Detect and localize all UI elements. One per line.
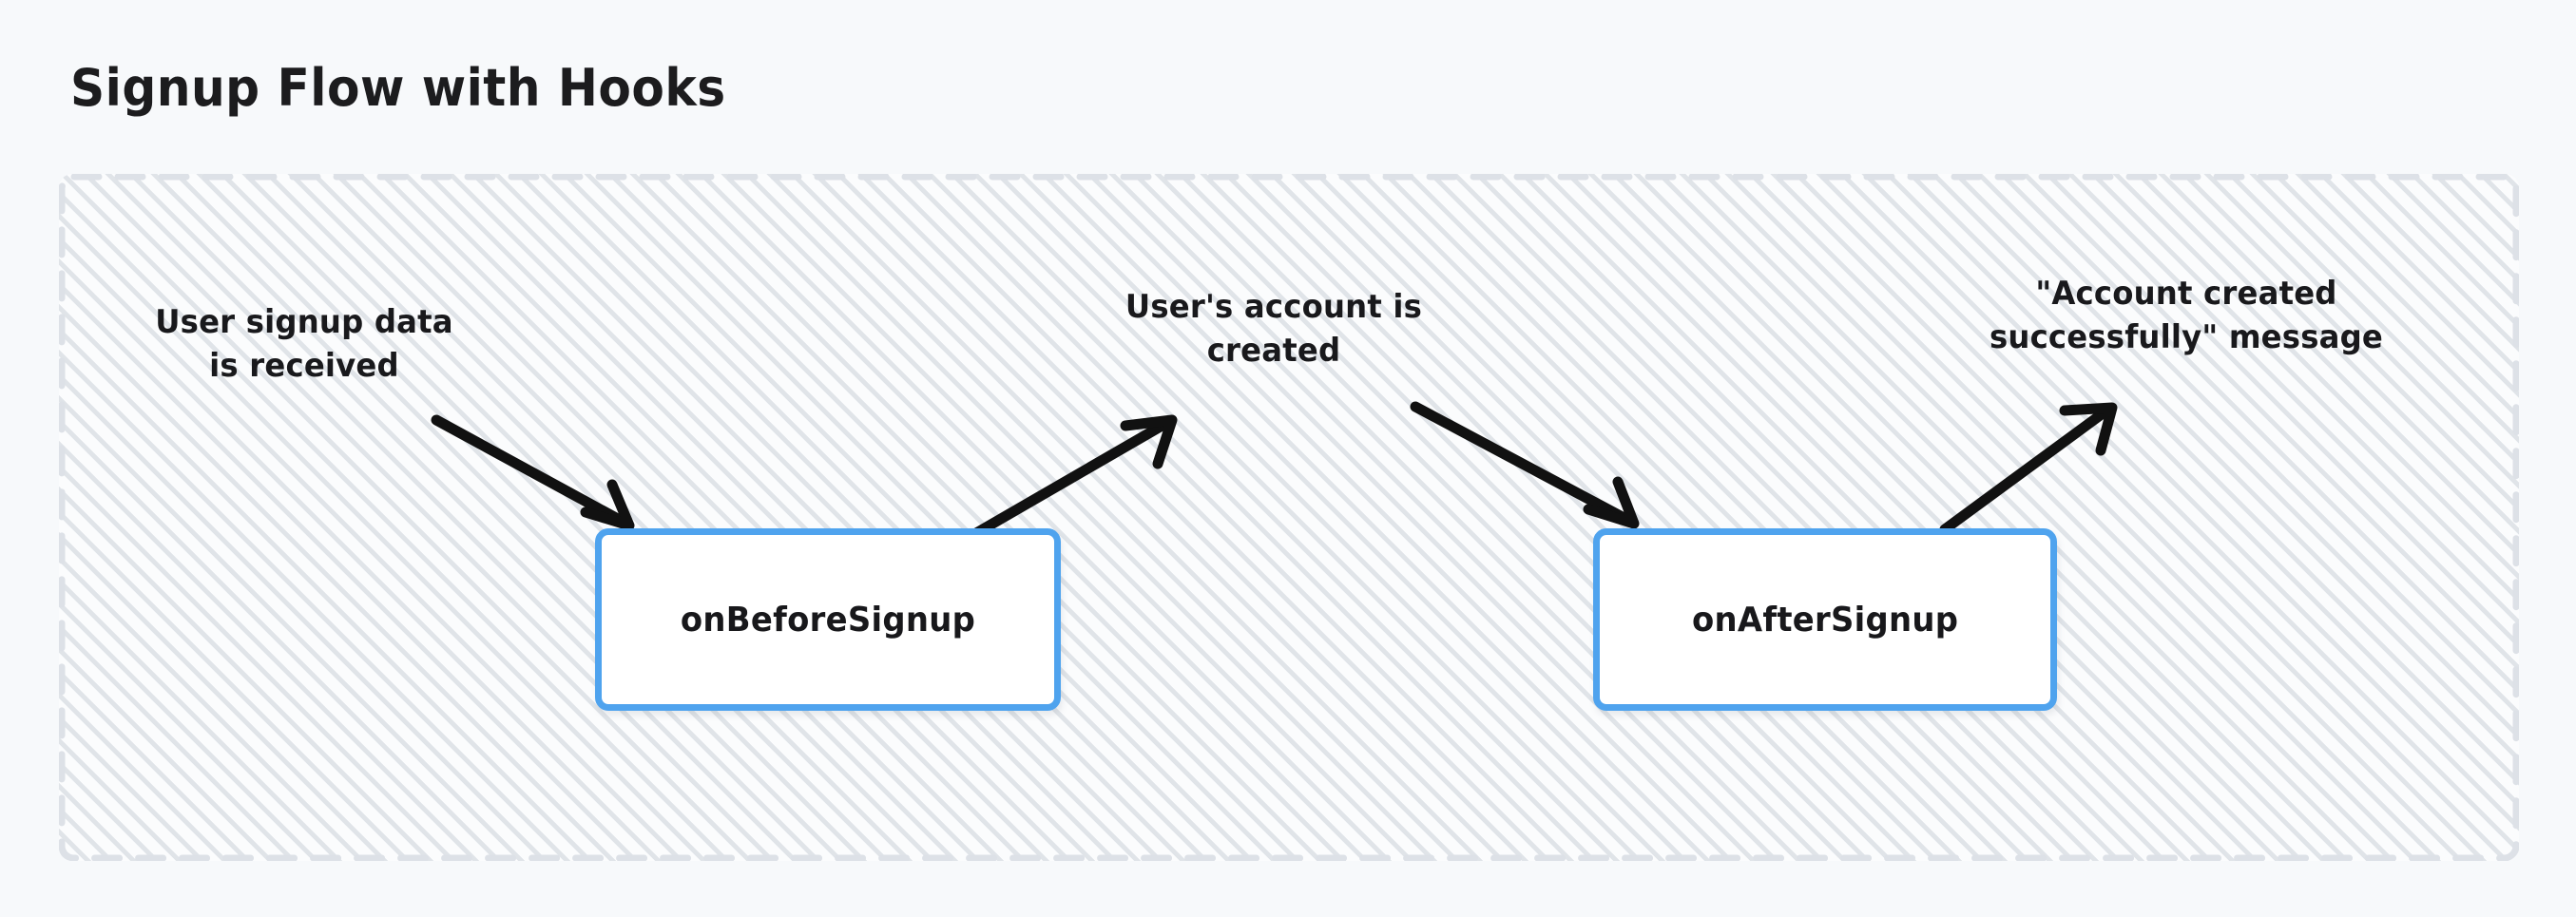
page-title: Signup Flow with Hooks: [70, 58, 726, 118]
edge-label-success-message: "Account created successfully" message: [1989, 275, 2384, 356]
node-onbeforesignup-label: onBeforeSignup: [680, 600, 976, 640]
edge-label-account-created: User's account is created: [1125, 288, 1423, 370]
edge-label-signup-data: User signup data is received: [155, 303, 453, 385]
node-onaftersignup-label: onAfterSignup: [1691, 600, 1959, 640]
node-onbeforesignup[interactable]: onBeforeSignup: [595, 528, 1061, 711]
node-onaftersignup[interactable]: onAfterSignup: [1593, 528, 2057, 711]
